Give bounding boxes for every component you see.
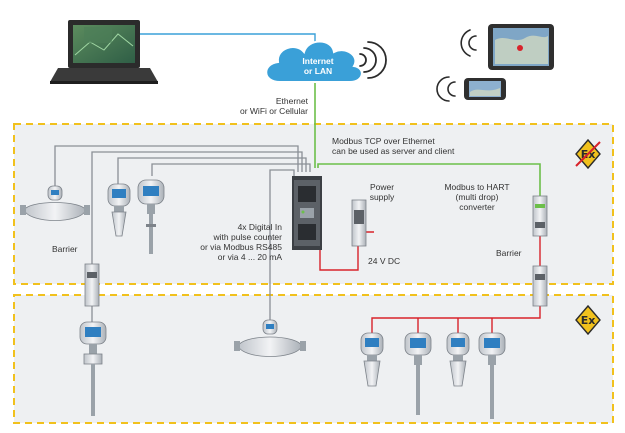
barrier-left-label: Barrier	[52, 244, 78, 254]
converter-label-line1: Modbus to HART	[444, 182, 510, 192]
cloud-label-line2: or LAN	[303, 66, 333, 76]
level-transmitter-icon	[137, 179, 165, 254]
digital-in-label-line2: with pulse counter	[213, 232, 282, 242]
barrier-left-device	[84, 263, 100, 307]
converter-label-line2: (multi drop)	[455, 192, 499, 202]
coriolis-flowmeter-icon	[234, 319, 306, 357]
coriolis-flowmeter-icon	[20, 185, 90, 221]
tablet-icon	[488, 24, 554, 70]
smartphone-icon	[464, 78, 506, 100]
gateway-device	[292, 176, 322, 250]
wifi-icon	[436, 76, 456, 102]
digital-in-label-line3: or via Modbus RS485	[200, 242, 282, 252]
hart-transmitter-device-icon	[404, 332, 432, 415]
hart-transmitter-device-icon	[478, 332, 506, 419]
temperature-transmitter-icon	[79, 321, 107, 416]
laptop-ethernet-line	[140, 33, 316, 44]
ethernet-label-line1: Ethernet	[275, 96, 308, 106]
ex-warning-icon: Ex	[575, 304, 601, 336]
barrier-right-label: Barrier	[496, 248, 522, 258]
ethernet-label-line2: or WiFi or Cellular	[239, 106, 308, 116]
wifi-icon	[359, 41, 387, 79]
modbus-label-line1: Modbus TCP over Ethernet	[332, 136, 435, 146]
laptop-icon	[50, 20, 158, 84]
cloud-label: Internet or LAN	[274, 56, 362, 76]
barrier-right-device	[532, 265, 548, 307]
wifi-icon	[460, 29, 477, 57]
power-supply-label-line1: Power	[369, 182, 395, 192]
radar-level-icon	[107, 183, 131, 237]
power-supply-device	[351, 199, 367, 247]
ex-warning-icon: Ex	[575, 138, 601, 170]
ex-badge-text: Ex	[581, 314, 596, 327]
power-supply-label-line2: supply	[369, 192, 395, 202]
hart-radar-device-icon	[446, 332, 470, 387]
voltage-label: 24 V DC	[368, 256, 401, 266]
ex-zone	[13, 294, 614, 424]
hart-radar-device-icon	[360, 332, 384, 387]
converter-label-line3: converter	[459, 202, 495, 212]
digital-in-label: 4x Digital In with pulse counter or via …	[164, 222, 282, 262]
hart-wiring	[371, 236, 541, 333]
power-supply-label: Power supply	[360, 182, 404, 202]
digital-in-label-line1: 4x Digital In	[237, 222, 282, 232]
cloud-icon	[265, 40, 363, 83]
hart-converter-device	[532, 195, 548, 237]
cloud-label-line1: Internet	[302, 56, 334, 66]
modbus-tcp-label: Modbus TCP over Ethernet can be used as …	[332, 136, 454, 156]
modbus-tcp-line	[317, 163, 541, 196]
converter-label: Modbus to HART (multi drop) converter	[438, 182, 516, 212]
digital-in-label-line4: or via 4 ... 20 mA	[217, 252, 282, 262]
ethernet-label: Ethernet or WiFi or Cellular	[232, 96, 308, 116]
modbus-label-line2: can be used as server and client	[332, 146, 455, 156]
field-cables	[54, 145, 311, 325]
